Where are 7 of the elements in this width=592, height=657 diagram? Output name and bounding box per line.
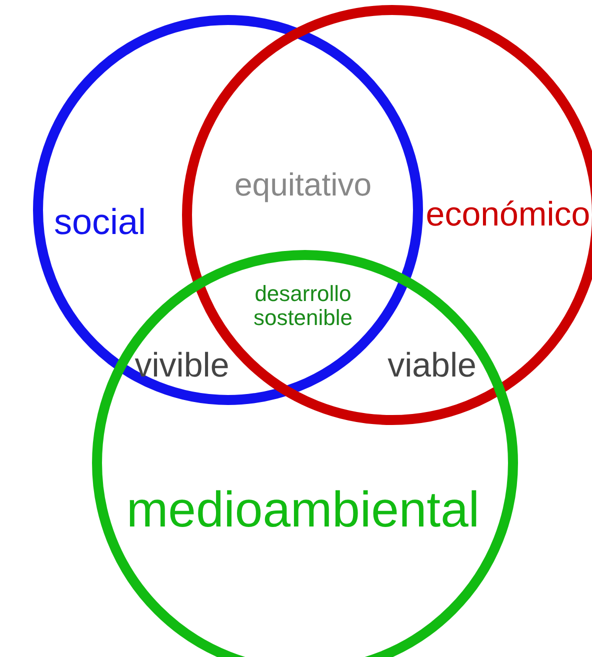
- overlap-label: viable: [388, 347, 476, 385]
- overlap-label: equitativo: [234, 167, 372, 203]
- overlap-label: desarrollo sostenible: [252, 282, 354, 330]
- circle-label: económico: [426, 196, 590, 234]
- circle-label: social: [54, 202, 146, 242]
- overlap-label: vivible: [134, 347, 230, 385]
- circle-label: medioambiental: [126, 482, 480, 538]
